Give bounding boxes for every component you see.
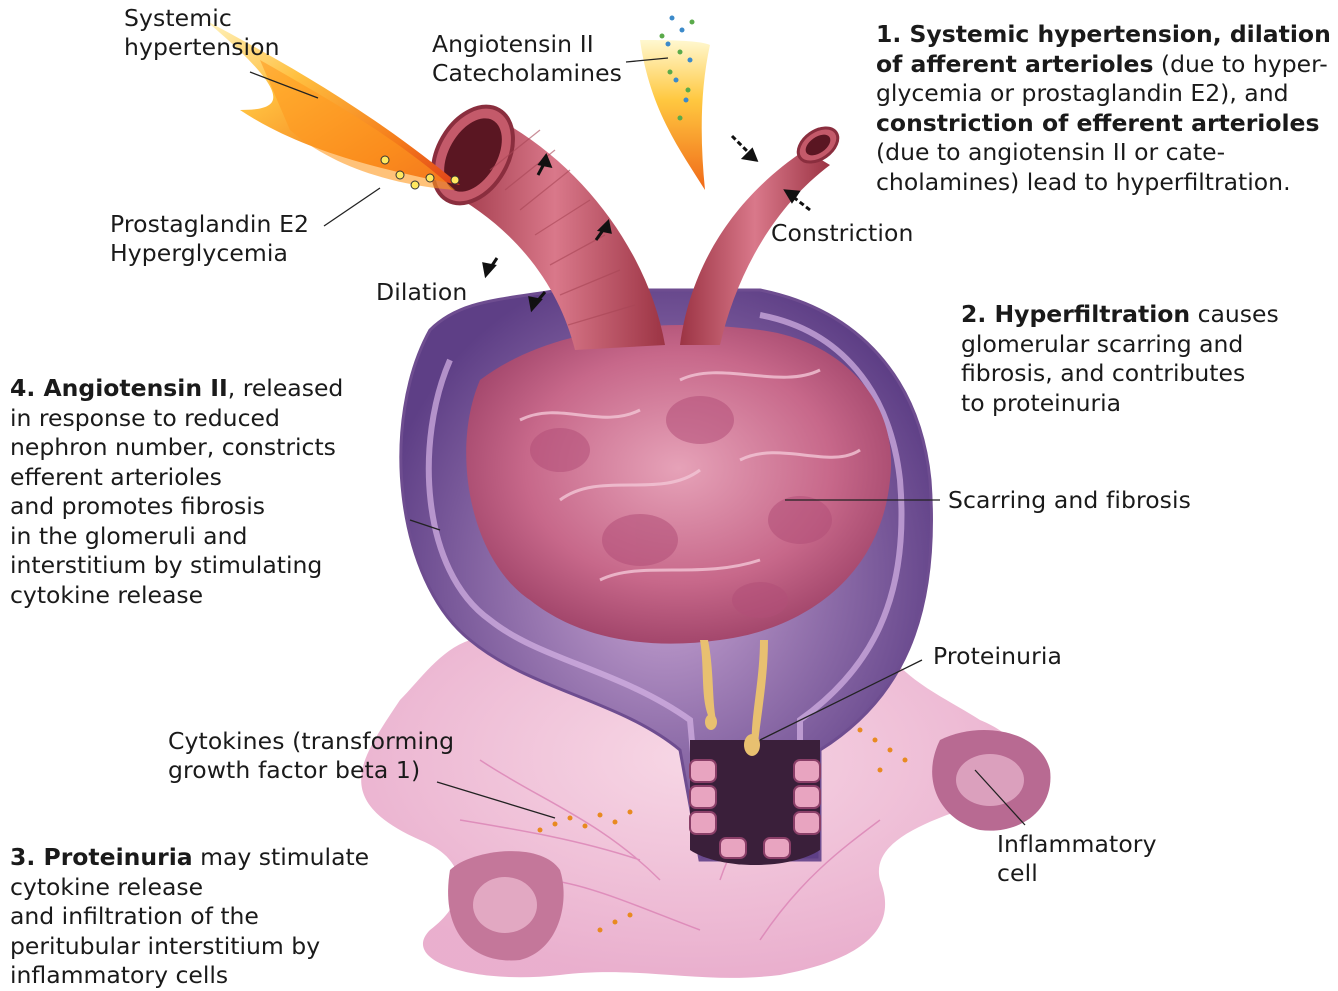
tubule	[690, 740, 820, 865]
note-3: 3. Proteinuria may stimulate cytokine re…	[10, 843, 369, 991]
inflammatory-cell-right	[932, 730, 1050, 831]
note-1-bold-2: constriction of efferent arterioles	[876, 109, 1319, 137]
label-constriction: Constriction	[771, 219, 913, 248]
label-cytokines: Cytokines (transforming growth factor be…	[168, 727, 454, 785]
note-4-number: 4.	[10, 374, 43, 402]
note-3-number: 3.	[10, 843, 43, 871]
label-angiotensin-catecholamines: Angiotensin II Catecholamines	[432, 30, 622, 88]
label-dilation: Dilation	[376, 278, 467, 307]
note-2: 2. Hyperfiltration causes glomerular sca…	[961, 300, 1279, 418]
label-prostaglandin-hyperglycemia: Prostaglandin E2 Hyperglycemia	[110, 210, 309, 268]
note-2-number: 2.	[961, 300, 994, 328]
label-systemic-hypertension: Systemic hypertension	[124, 4, 280, 62]
note-1-text-2: (due to angiotensin II or cate- cholamin…	[876, 138, 1291, 196]
label-scarring-fibrosis: Scarring and fibrosis	[948, 486, 1191, 515]
note-1-number: 1.	[876, 20, 909, 48]
note-4-text-1: , released in response to reduced nephro…	[10, 374, 343, 609]
note-1: 1. Systemic hypertension, dilation of af…	[876, 20, 1331, 197]
flame-angiotensin	[640, 16, 710, 191]
note-3-bold-1: Proteinuria	[43, 843, 192, 871]
note-4-bold-1: Angiotensin II	[43, 374, 227, 402]
note-2-bold-1: Hyperfiltration	[994, 300, 1190, 328]
label-inflammatory-cell: Inflammatory cell	[997, 830, 1157, 888]
note-4: 4. Angiotensin II, released in response …	[10, 374, 343, 610]
label-proteinuria: Proteinuria	[933, 642, 1062, 671]
